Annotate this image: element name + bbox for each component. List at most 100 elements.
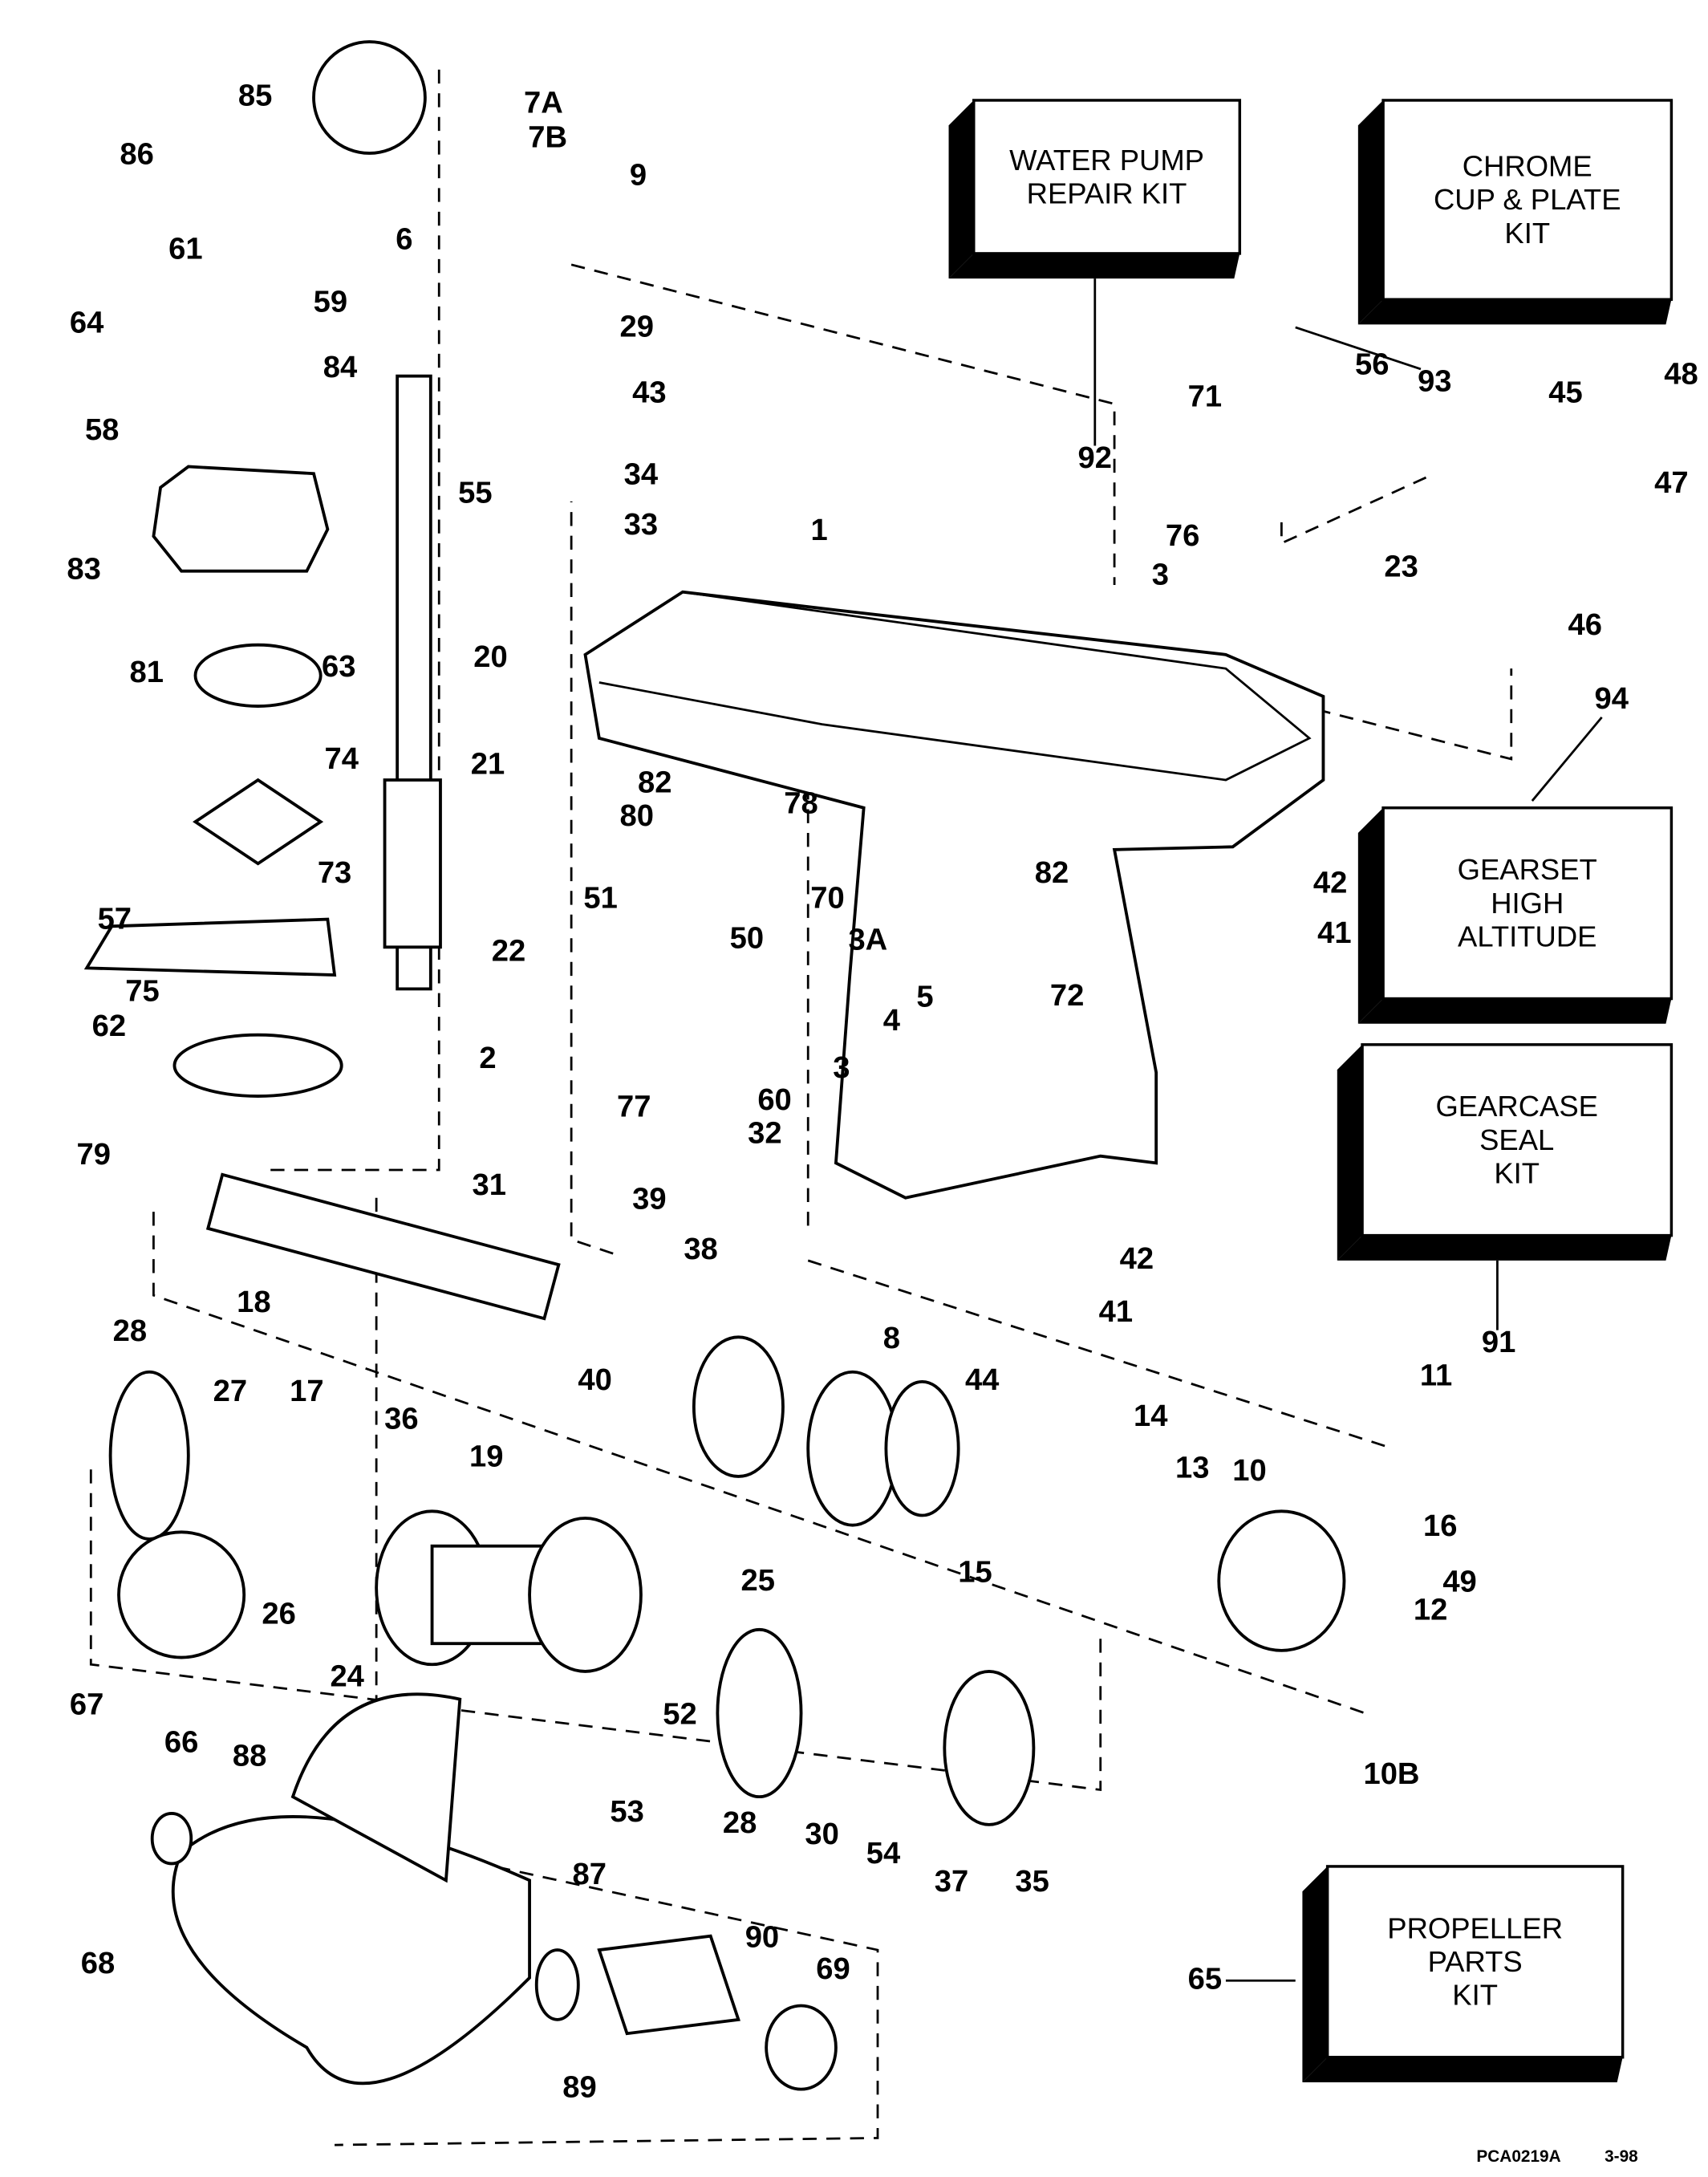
part-label: 94 xyxy=(1595,681,1629,716)
o-ring-icon xyxy=(716,1627,803,1799)
assembly-line xyxy=(89,1469,1102,1792)
propeller-icon xyxy=(171,1815,531,2086)
part-label: 11 xyxy=(1420,1359,1452,1393)
assembly-line xyxy=(334,1830,879,2147)
part-label: 70 xyxy=(810,880,844,915)
part-label: 35 xyxy=(1015,1864,1049,1899)
assembly-line xyxy=(807,1259,1394,1450)
part-label: 61 xyxy=(168,232,202,266)
part-label: 43 xyxy=(632,375,666,409)
part-label: 68 xyxy=(81,1946,115,1980)
assembly-line xyxy=(570,501,614,1255)
part-label: 77 xyxy=(617,1090,651,1124)
part-label: 49 xyxy=(1442,1565,1476,1599)
part-label: 87 xyxy=(572,1857,606,1891)
part-label: 42 xyxy=(1313,865,1347,900)
part-label: 83 xyxy=(67,552,100,587)
part-label: 89 xyxy=(562,2070,596,2105)
part-label: 64 xyxy=(70,306,104,340)
reverse-gear-icon xyxy=(943,1670,1036,1826)
part-drawings xyxy=(83,40,1603,2147)
part-label: 92 xyxy=(1078,441,1112,475)
kit-label: KIT xyxy=(1494,1157,1540,1190)
gearcase-housing-icon xyxy=(583,590,1325,1200)
kit-label: WATER PUMP xyxy=(1009,144,1204,177)
impeller-housing-icon xyxy=(193,643,323,708)
part-label: 4 xyxy=(883,1003,901,1038)
part-label: 80 xyxy=(619,798,653,833)
forward-gear-icon xyxy=(692,1335,785,1478)
part-label: 29 xyxy=(619,310,653,344)
part-label: 51 xyxy=(583,880,617,915)
part-label: 37 xyxy=(935,1864,968,1899)
part-label: 44 xyxy=(965,1363,1000,1397)
part-label: 20 xyxy=(473,640,507,674)
part-label: 78 xyxy=(784,786,817,820)
part-label: 3 xyxy=(1152,558,1169,592)
kit-label: HIGH xyxy=(1491,887,1564,920)
kit-label: GEARSET xyxy=(1458,853,1597,886)
propeller-shaft-icon xyxy=(205,1172,561,1321)
part-label: 60 xyxy=(757,1082,791,1117)
part-label: 48 xyxy=(1664,357,1698,392)
part-label: 17 xyxy=(290,1374,323,1408)
part-label: 66 xyxy=(164,1724,198,1759)
thrust-hub-icon xyxy=(597,1934,740,2036)
part-label: 38 xyxy=(684,1232,717,1266)
part-label: 65 xyxy=(1188,1961,1222,1996)
part-label: 82 xyxy=(638,765,671,799)
kit-label: KIT xyxy=(1452,1979,1498,2012)
part-label: 45 xyxy=(1548,375,1582,409)
part-label: 7A xyxy=(524,85,563,120)
nut-icon xyxy=(150,1812,193,1866)
part-label: 18 xyxy=(237,1285,270,1319)
part-label: 62 xyxy=(92,1009,126,1043)
part-label: 1 xyxy=(810,513,827,547)
part-label: 56 xyxy=(1355,347,1389,382)
kit-label: PARTS xyxy=(1428,1945,1523,1978)
part-label: 21 xyxy=(471,747,505,782)
part-label: 86 xyxy=(120,136,153,171)
part-label: 26 xyxy=(262,1597,295,1631)
part-label: 13 xyxy=(1175,1450,1209,1485)
part-label: 14 xyxy=(1134,1399,1168,1433)
part-label: 58 xyxy=(85,412,119,447)
kit-label: CHROME xyxy=(1463,150,1592,183)
kit-label: CUP & PLATE xyxy=(1434,183,1621,216)
part-label: 47 xyxy=(1654,465,1688,500)
part-label: 50 xyxy=(730,921,764,956)
part-label: 41 xyxy=(1317,916,1351,950)
water-pump-housing-icon xyxy=(152,465,330,573)
kit-leader-line xyxy=(1295,326,1422,371)
assembly-line xyxy=(152,1212,1365,1715)
part-label: 10B xyxy=(1363,1757,1419,1791)
kit-label: REPAIR KIT xyxy=(1027,177,1187,209)
part-label: 41 xyxy=(1099,1294,1133,1329)
part-label: 2 xyxy=(479,1041,496,1075)
part-label: 46 xyxy=(1568,607,1602,642)
gasket-icon xyxy=(172,1033,343,1098)
part-label: 25 xyxy=(740,1563,774,1598)
o-ring-icon xyxy=(108,1370,190,1541)
thrust-bearing-icon xyxy=(884,1379,960,1517)
drive-shaft-sleeve-icon xyxy=(383,778,442,949)
assembly-line xyxy=(265,69,440,1172)
part-label: 30 xyxy=(805,1817,838,1851)
part-label: 28 xyxy=(723,1805,757,1840)
part-label: 82 xyxy=(1035,855,1069,890)
part-label: 88 xyxy=(233,1739,266,1773)
part-label: 59 xyxy=(314,284,347,319)
part-label: 39 xyxy=(632,1181,666,1216)
footer-date: 3-98 xyxy=(1605,2147,1638,2166)
part-label: 27 xyxy=(213,1374,247,1408)
part-label: 79 xyxy=(77,1137,111,1172)
part-label: 63 xyxy=(322,649,355,684)
part-label: 71 xyxy=(1188,380,1222,414)
